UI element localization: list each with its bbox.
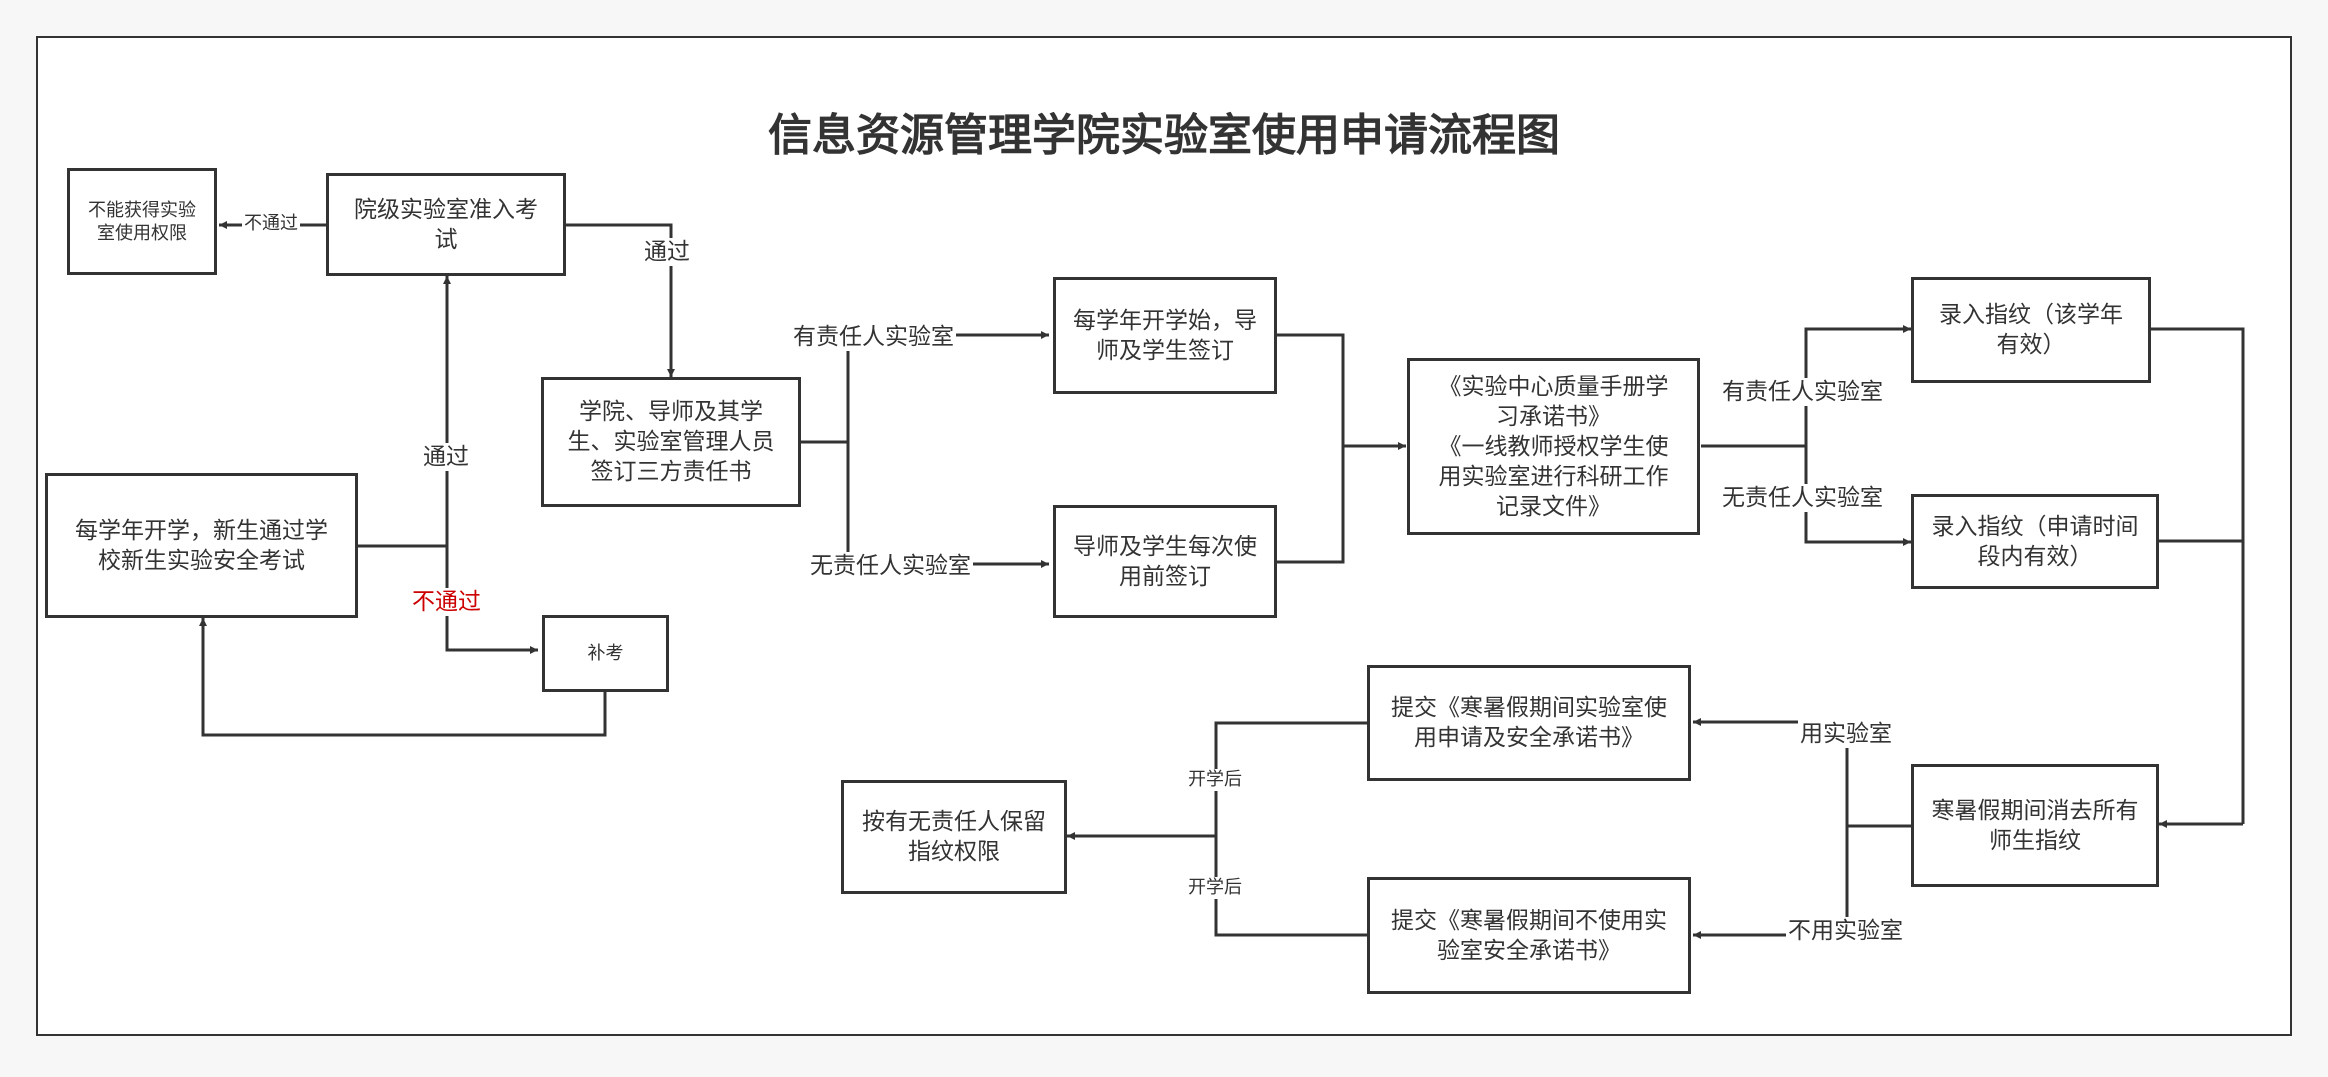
diagram-title: 信息资源管理学院实验室使用申请流程图 bbox=[768, 110, 1560, 161]
node-retain: 按有无责任人保留 指纹权限 bbox=[841, 780, 1067, 894]
label-not-use-lab: 不用实验室 bbox=[1786, 917, 1905, 945]
edge-submitnouse-merge bbox=[1214, 836, 1367, 937]
node-documents: 《实验中心质量手册学 习承诺书》 《一线教师授权学生使 用实验室进行科研工作 记… bbox=[1407, 358, 1700, 535]
node-submit-use: 提交《寒暑假期间实验室使 用申请及安全承诺书》 bbox=[1367, 665, 1691, 781]
label-after-term-1: 开学后 bbox=[1186, 769, 1244, 791]
edge-fpyear-merge bbox=[2151, 327, 2245, 824]
edge-to-fp-year bbox=[1804, 325, 1911, 446]
label-pass-left: 通过 bbox=[421, 443, 471, 471]
node-vacation-clear: 寒暑假期间消去所有 师生指纹 bbox=[1911, 764, 2159, 887]
edge-submituse-merge bbox=[1214, 721, 1367, 836]
edge-exam-to-tripartite bbox=[566, 223, 675, 377]
node-yearly-sign: 每学年开学始，导 师及学生签订 bbox=[1053, 277, 1277, 394]
node-submit-nouse: 提交《寒暑假期间不使用实 验室安全承诺书》 bbox=[1367, 877, 1691, 994]
node-no-access: 不能获得实验 室使用权限 bbox=[67, 168, 217, 275]
label-with-person-1: 有责任人实验室 bbox=[791, 323, 956, 351]
edge-to-yearly bbox=[846, 331, 1049, 442]
node-new-student-exam: 每学年开学，新生通过学 校新生实验安全考试 bbox=[45, 473, 358, 618]
node-makeup: 补考 bbox=[542, 615, 669, 692]
label-without-person-1: 无责任人实验室 bbox=[808, 552, 973, 580]
node-per-use-sign: 导师及学生每次使 用前签订 bbox=[1053, 505, 1277, 618]
node-fingerprint-year: 录入指纹（该学年 有效） bbox=[1911, 277, 2151, 383]
edge-peruse-merge bbox=[1276, 446, 1345, 564]
label-after-term-2: 开学后 bbox=[1186, 877, 1244, 899]
edge-newstudent-to-exam bbox=[358, 276, 451, 548]
edge-to-fp-period bbox=[1804, 446, 1911, 546]
label-use-lab: 用实验室 bbox=[1798, 720, 1894, 748]
label-without-person-2: 无责任人实验室 bbox=[1720, 484, 1885, 512]
node-college-exam: 院级实验室准入考 试 bbox=[326, 173, 566, 276]
label-with-person-2: 有责任人实验室 bbox=[1720, 378, 1885, 406]
edge-makeup-to-newstudent bbox=[199, 618, 607, 737]
label-pass-top: 通过 bbox=[642, 238, 692, 266]
edge-yearly-merge bbox=[1276, 333, 1345, 446]
edge-fail-to-makeup bbox=[445, 546, 538, 654]
edge-to-peruse bbox=[846, 442, 1049, 568]
label-fail-left: 不通过 bbox=[410, 588, 483, 616]
node-fingerprint-period: 录入指纹（申请时间 段内有效） bbox=[1911, 494, 2159, 589]
node-tripartite: 学院、导师及其学 生、实验室管理人员 签订三方责任书 bbox=[541, 377, 801, 507]
label-fail-top: 不通过 bbox=[242, 213, 300, 235]
